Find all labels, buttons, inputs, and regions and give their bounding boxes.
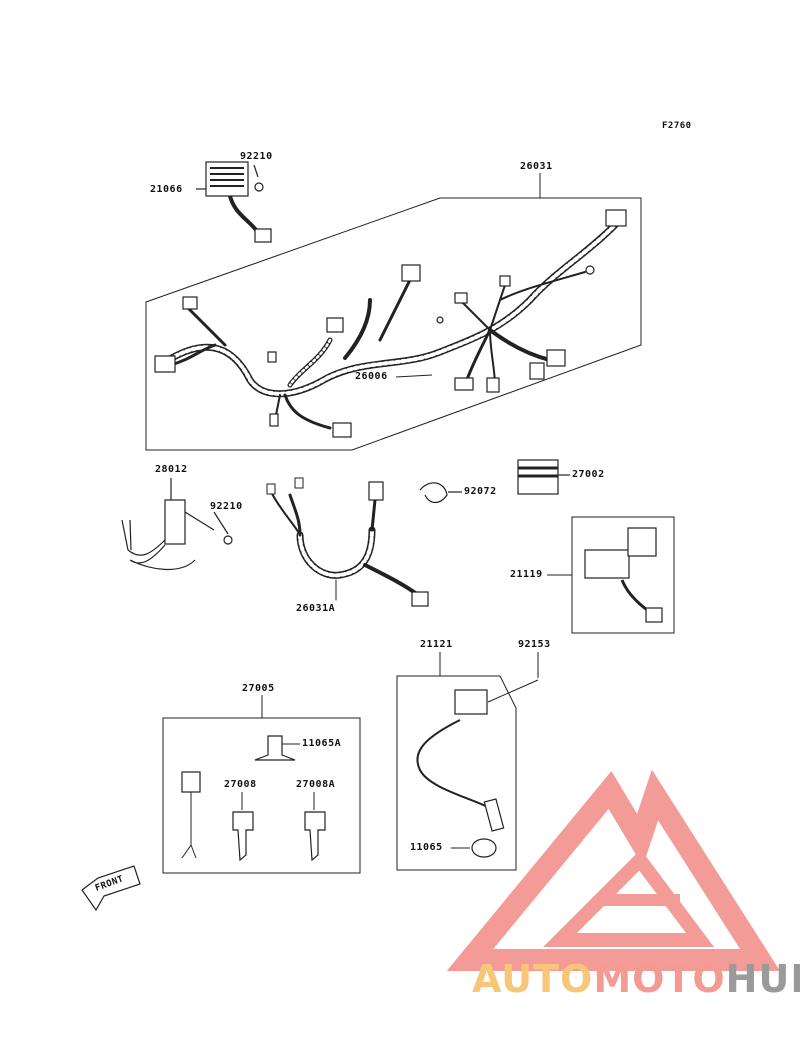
part-label-27008A: 27008A [296, 779, 336, 790]
part-label-26031: 26031 [520, 161, 553, 172]
part-label-26031A: 26031A [296, 603, 336, 614]
part-label-27002: 27002 [572, 469, 605, 480]
part-label-92210-top: 92210 [240, 151, 273, 162]
main-harness-frame [145, 197, 642, 451]
watermark-part-moto: MOTO [593, 957, 726, 1001]
watermark-logo [446, 769, 781, 971]
part-label-11065: 11065 [410, 842, 443, 853]
front-arrow [81, 865, 141, 912]
part-label-92210-mid: 92210 [210, 501, 243, 512]
band-92072 [419, 482, 462, 504]
watermark-part-auto: AUTO [472, 957, 594, 1001]
leader-26006 [395, 374, 433, 378]
main-harness-bundle [161, 221, 619, 430]
watermark-part-hub: HUB [725, 957, 800, 1001]
box-21121 [396, 652, 539, 871]
main-harness-connectors [154, 209, 627, 438]
part-label-11065A: 11065A [302, 738, 342, 749]
part-label-21066: 21066 [150, 184, 183, 195]
unit-27002 [517, 459, 570, 495]
figure-code: F2760 [662, 121, 692, 131]
main-harness-group [145, 173, 642, 451]
box-21119 [547, 516, 675, 634]
box-27005 [162, 695, 361, 874]
part-label-26006: 26006 [355, 371, 388, 382]
sub-harness-26031A [266, 477, 429, 607]
relay-28012 [121, 478, 233, 571]
part-label-21119: 21119 [510, 569, 543, 580]
part-label-92072: 92072 [464, 486, 497, 497]
watermark-text: AUTOMOTOHUB [472, 960, 800, 998]
part-label-27005: 27005 [242, 683, 275, 694]
part-label-92153: 92153 [518, 639, 551, 650]
part-label-28012: 28012 [155, 464, 188, 475]
part-label-21121: 21121 [420, 639, 453, 650]
part-label-27008: 27008 [224, 779, 257, 790]
regulator-21066 [196, 161, 272, 243]
